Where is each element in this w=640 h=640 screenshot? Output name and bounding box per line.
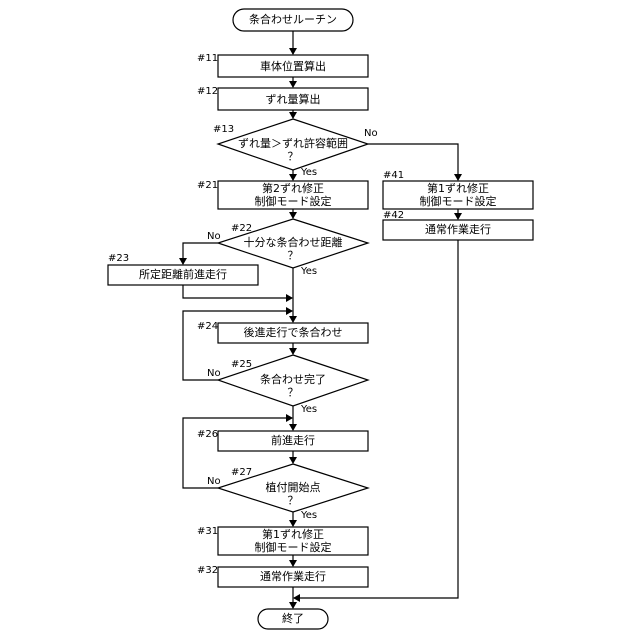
- step-26-id: #26: [197, 429, 218, 440]
- step-31-id: #31: [197, 526, 218, 537]
- step-11-label: 車体位置算出: [218, 60, 368, 73]
- step-42-label: 通常作業走行: [383, 223, 533, 236]
- decision-22-line1: 十分な条合わせ距離: [218, 236, 368, 249]
- start-label: 条合わせルーチン: [233, 13, 353, 26]
- decision-27-no: No: [207, 476, 221, 487]
- step-42-id: #42: [383, 210, 404, 221]
- end-label: 終了: [258, 612, 328, 625]
- decision-25-line2: ？: [218, 386, 368, 399]
- decision-27-line2: ？: [218, 494, 368, 507]
- step-12-label: ずれ量算出: [218, 93, 368, 106]
- step-32-id: #32: [197, 565, 218, 576]
- step-31-line2: 制御モード設定: [218, 541, 368, 554]
- decision-13-line2: ？: [218, 150, 368, 163]
- step-41-line1: 第1ずれ修正: [383, 182, 533, 195]
- step-41-id: #41: [383, 170, 404, 181]
- decision-27-line1: 植付開始点: [218, 481, 368, 494]
- step-25-id: #25: [231, 359, 252, 370]
- step-24-label: 後進走行で条合わせ: [218, 326, 368, 339]
- decision-13-no: No: [364, 128, 378, 139]
- step-32-label: 通常作業走行: [218, 570, 368, 583]
- decision-22-yes: Yes: [301, 266, 317, 277]
- step-21-line1: 第2ずれ修正: [218, 182, 368, 195]
- step-24-id: #24: [197, 321, 218, 332]
- decision-25-no: No: [207, 368, 221, 379]
- step-23-label: 所定距離前進走行: [108, 268, 258, 281]
- step-11-id: #11: [197, 53, 218, 64]
- decision-27-yes: Yes: [301, 510, 317, 521]
- decision-13-line1: ずれ量＞ずれ許容範囲: [218, 137, 368, 150]
- step-21-id: #21: [197, 180, 218, 191]
- step-26-label: 前進走行: [218, 434, 368, 447]
- step-23-id: #23: [108, 253, 129, 264]
- decision-13-yes: Yes: [301, 167, 317, 178]
- step-13-id: #13: [213, 124, 234, 135]
- decision-22-no: No: [207, 231, 221, 242]
- step-41-line2: 制御モード設定: [383, 195, 533, 208]
- step-12-id: #12: [197, 86, 218, 97]
- step-31-line1: 第1ずれ修正: [218, 528, 368, 541]
- decision-22-line2: ？: [218, 249, 368, 262]
- step-22-id: #22: [231, 223, 252, 234]
- decision-25-yes: Yes: [301, 404, 317, 415]
- step-27-id: #27: [231, 467, 252, 478]
- decision-25-line1: 条合わせ完了: [218, 373, 368, 386]
- step-21-line2: 制御モード設定: [218, 195, 368, 208]
